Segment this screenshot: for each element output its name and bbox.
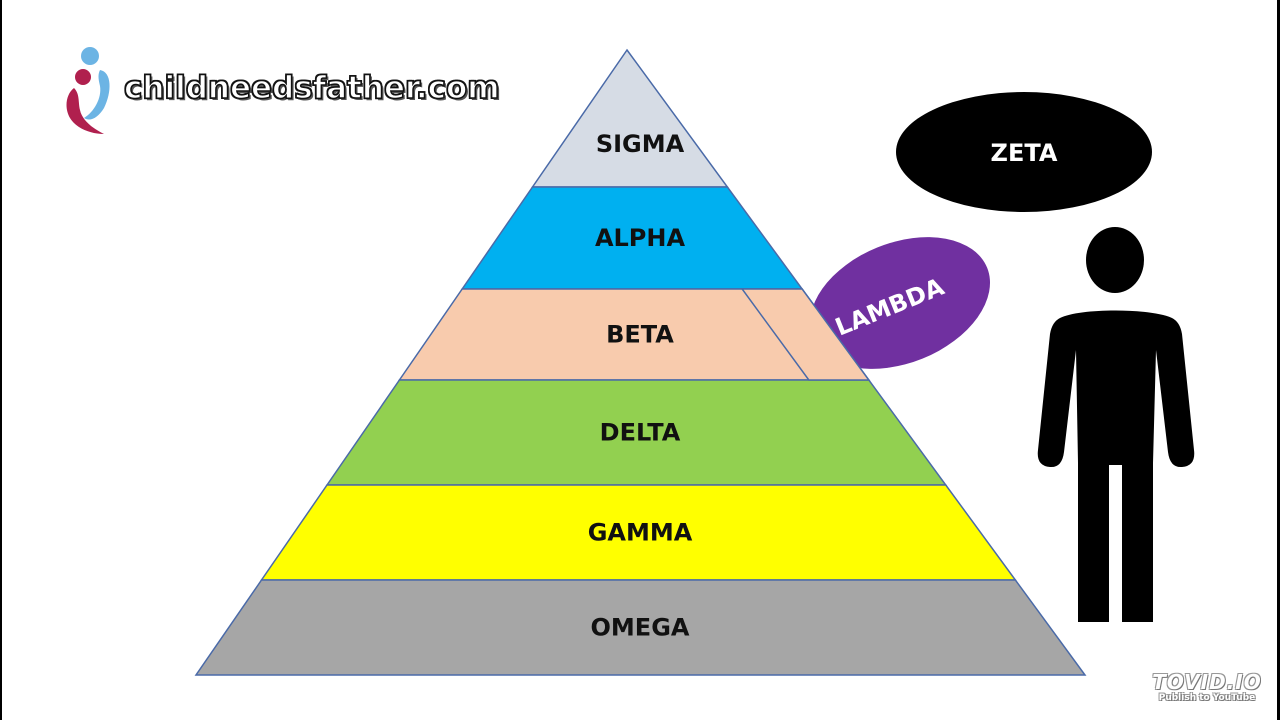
pyramid: SIGMA ALPHA BETA DELTA GAMMA OMEGA — [194, 48, 1087, 676]
lambda-ellipse — [809, 237, 991, 369]
logo-icon — [66, 47, 110, 134]
pyramid-label-beta: BETA — [606, 321, 674, 349]
beta-overlap — [740, 288, 871, 381]
watermark: TOVID.IO Publish to YouTube — [1148, 670, 1266, 703]
zeta-bubble: ZETA — [896, 92, 1152, 212]
lambda-bubble: LAMBDA — [740, 237, 991, 381]
logo-text: childneedsfather.com — [123, 69, 500, 107]
watermark-subtitle: Publish to YouTube — [1158, 693, 1256, 703]
logo-red-body — [66, 88, 104, 134]
zeta-label: ZETA — [991, 139, 1058, 167]
pyramid-label-gamma: GAMMA — [588, 519, 693, 547]
pyramid-label-alpha: ALPHA — [595, 224, 686, 252]
logo-red-head — [75, 69, 91, 85]
pyramid-label-delta: DELTA — [600, 419, 681, 447]
pyramid-label-sigma: SIGMA — [596, 130, 685, 158]
pyramid-layer-sigma — [531, 48, 729, 188]
pyramid-label-omega: OMEGA — [591, 614, 690, 642]
right-frame-border — [1277, 0, 1280, 720]
zeta-ellipse — [896, 92, 1152, 212]
watermark-title: TOVID.IO — [1152, 670, 1262, 694]
person-icon — [1037, 227, 1195, 622]
logo-blue-body — [84, 70, 110, 120]
left-frame-border — [0, 0, 2, 720]
logo-blue-head — [81, 47, 99, 65]
pyramid-layer-omega — [194, 579, 1087, 676]
